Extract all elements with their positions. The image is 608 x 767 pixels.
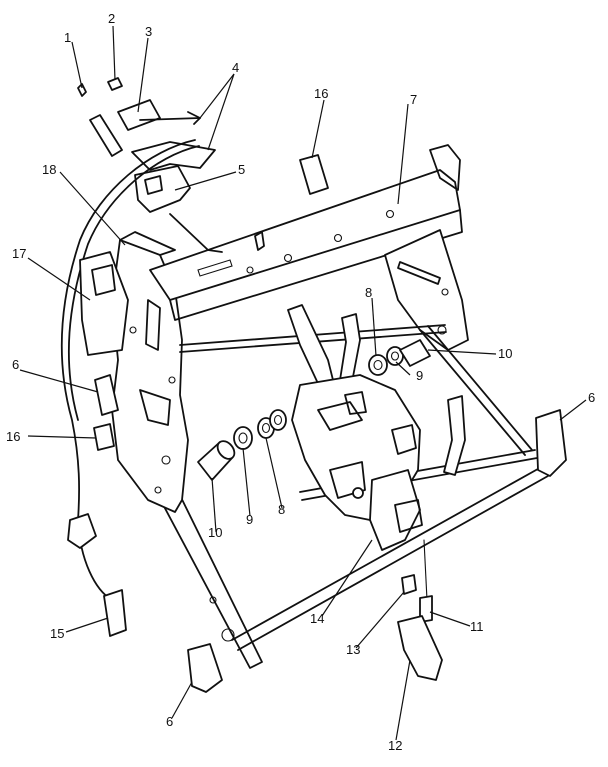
washer-right-8 [368, 354, 388, 376]
callout-7: 7 [410, 92, 417, 107]
callout-5: 5 [238, 162, 245, 177]
callout-8-right: 8 [365, 285, 372, 300]
callout-2: 2 [108, 11, 115, 26]
top-left-assembly [77, 77, 223, 253]
upper-cross-frame [149, 144, 463, 321]
callout-10-right: 10 [498, 346, 512, 361]
callout-18: 18 [42, 162, 56, 177]
callout-9-left: 9 [246, 512, 253, 527]
callout-16-top: 16 [314, 86, 328, 101]
callout-13: 13 [346, 642, 360, 657]
callout-3: 3 [145, 24, 152, 39]
callout-6-right: 6 [588, 390, 595, 405]
bushing-right [399, 339, 431, 367]
washer-right-9 [386, 346, 404, 366]
central-mechanism [287, 304, 466, 551]
clip-6-right [535, 409, 567, 477]
callout-12: 12 [388, 738, 402, 753]
connector-17 [79, 251, 129, 356]
callout-1: 1 [64, 30, 71, 45]
clip-6-bottom [187, 643, 223, 693]
washer-left-9 [233, 426, 253, 450]
clip-16-left [93, 423, 115, 451]
callout-11: 11 [470, 619, 484, 634]
right-side-plate [384, 229, 469, 351]
nut-13 [401, 574, 417, 595]
callout-9-right: 9 [416, 368, 423, 383]
spring-11 [419, 539, 433, 623]
callout-8-left: 8 [278, 502, 285, 517]
callout-6-left: 6 [12, 357, 19, 372]
callout-15: 15 [50, 626, 64, 641]
callout-4: 4 [232, 60, 239, 75]
leader-lines [19, 25, 587, 741]
left-side-plate [111, 231, 189, 513]
callout-labels: 1 2 3 4 5 16 7 18 17 8 10 6 9 6 16 10 9 … [6, 11, 595, 753]
bushing-left [197, 440, 236, 481]
clip-6-left [94, 374, 119, 416]
callout-16-left: 16 [6, 429, 20, 444]
callout-10-left: 10 [208, 525, 222, 540]
callout-6-bottom: 6 [166, 714, 173, 729]
callout-17: 17 [12, 246, 26, 261]
clip-16-top [299, 154, 329, 195]
bracket-12 [397, 615, 443, 681]
callout-14: 14 [310, 611, 324, 626]
washer-left-extra [269, 409, 287, 431]
lower-frame-rail [117, 409, 549, 669]
connector-15 [67, 513, 127, 637]
